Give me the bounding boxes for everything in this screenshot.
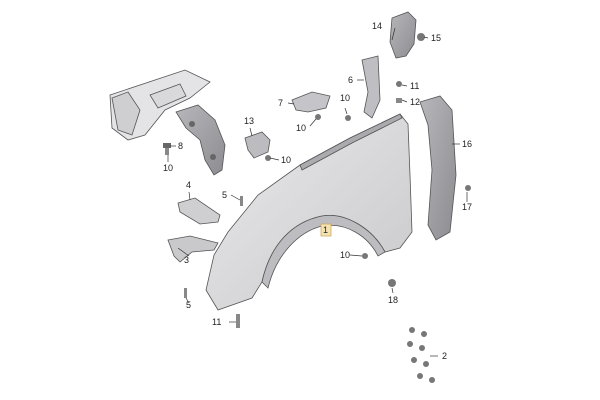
bracket-7 bbox=[291, 91, 331, 113]
bracket-4 bbox=[177, 197, 221, 225]
callout-10-top: 10 bbox=[340, 93, 350, 103]
wheelhouse-bracket bbox=[175, 104, 226, 176]
front-fender bbox=[205, 113, 413, 311]
callout-10-mid: 10 bbox=[296, 123, 306, 133]
callout-1-box: 1 bbox=[320, 223, 332, 237]
callout-6: 6 bbox=[348, 75, 353, 85]
clip-10-a bbox=[315, 114, 321, 120]
nut-15 bbox=[417, 33, 425, 41]
bolt-8 bbox=[163, 143, 171, 155]
bolt-11-lower bbox=[236, 314, 240, 328]
bolt-11-upper bbox=[396, 81, 402, 87]
callout-11-lower: 11 bbox=[212, 317, 221, 327]
callout-10-left: 10 bbox=[163, 163, 173, 173]
body-frame-section bbox=[109, 69, 211, 141]
seal-strip-16 bbox=[419, 95, 457, 241]
callout-5-lower: 5 bbox=[186, 300, 191, 310]
callout-10-right: 10 bbox=[281, 155, 291, 165]
bracket-13 bbox=[244, 131, 271, 159]
fasteners bbox=[184, 33, 471, 328]
callout-10-bottom: 10 bbox=[340, 250, 350, 260]
upper-bracket-14 bbox=[389, 11, 417, 59]
callout-2: 2 bbox=[442, 351, 447, 361]
callout-7: 7 bbox=[278, 98, 283, 108]
clip-10-c bbox=[265, 155, 271, 161]
callout-15: 15 bbox=[431, 33, 441, 43]
callout-8: 8 bbox=[178, 141, 183, 151]
bracket-3 bbox=[167, 235, 219, 263]
callout-4: 4 bbox=[186, 180, 191, 190]
fastener-kit-2 bbox=[407, 327, 435, 383]
callout-14: 14 bbox=[372, 21, 382, 31]
callout-17: 17 bbox=[462, 202, 472, 212]
callout-18: 18 bbox=[388, 295, 398, 305]
callout-1: 1 bbox=[323, 225, 328, 235]
screw-5-a bbox=[240, 196, 243, 206]
callout-12: 12 bbox=[410, 97, 420, 107]
callout-5-upper: 5 bbox=[222, 190, 227, 200]
bracket-6 bbox=[361, 55, 381, 119]
leader-lines bbox=[167, 27, 468, 357]
screw-5-b bbox=[184, 288, 187, 298]
callout-13: 13 bbox=[244, 116, 254, 126]
clip-18 bbox=[388, 279, 396, 287]
nut-12 bbox=[396, 98, 402, 103]
callout-16: 16 bbox=[462, 139, 472, 149]
clip-10-b bbox=[345, 115, 351, 121]
callout-labels: 14 15 6 11 12 7 10 10 13 10 8 10 16 4 5 … bbox=[163, 21, 472, 361]
callout-3: 3 bbox=[184, 255, 189, 265]
clip-10-d bbox=[362, 253, 368, 259]
bolt-17 bbox=[465, 185, 471, 191]
callout-11-upper: 11 bbox=[410, 81, 419, 91]
